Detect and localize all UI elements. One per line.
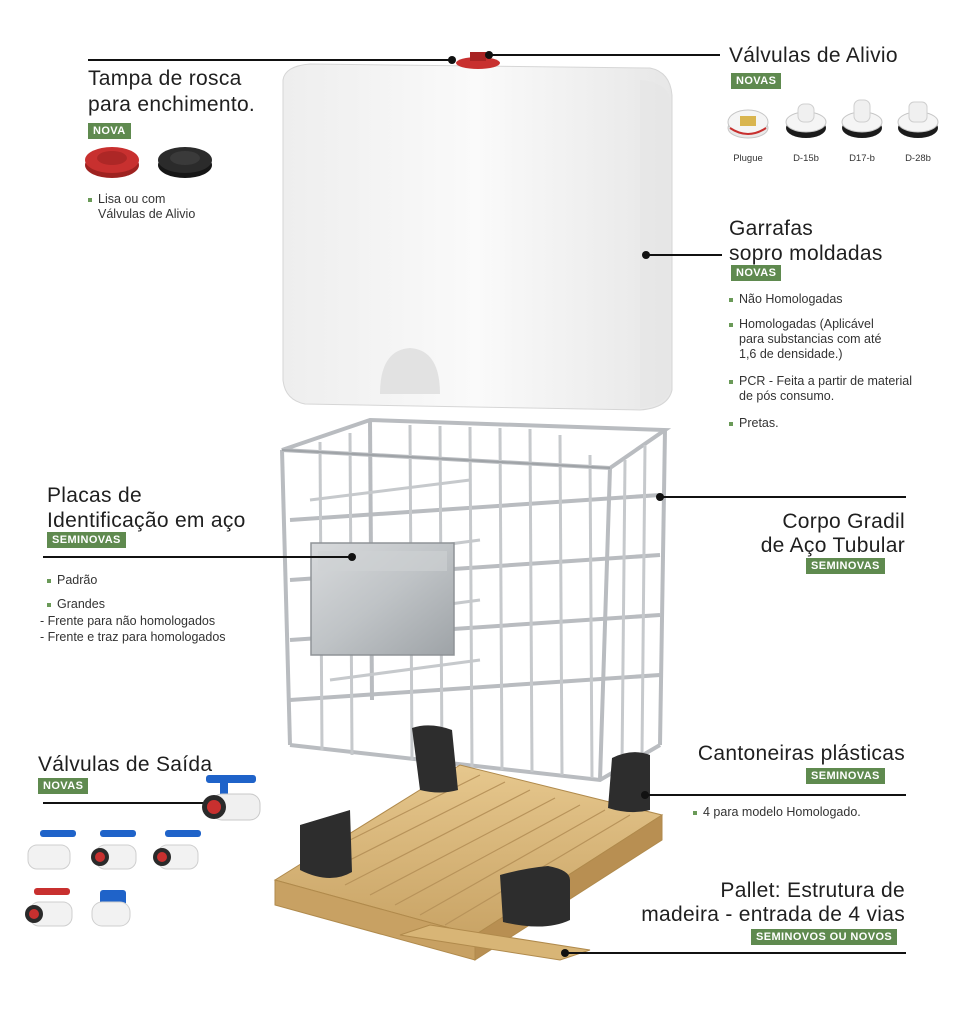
placas-sub-1: - Frente para não homologados <box>40 614 216 628</box>
tampa-badge: NOVA <box>88 123 131 139</box>
corner-guards <box>300 725 650 927</box>
outlet-valve-2-icon <box>91 830 137 870</box>
outlet-valve-1-icon <box>27 830 76 870</box>
bullet-dot-icon <box>47 602 51 607</box>
outlet-valve-5-icon <box>91 890 131 927</box>
cap-black-icon <box>158 147 212 178</box>
valvulas-saida-title: Válvulas de Saída <box>38 753 213 776</box>
garrafas-title-line2: sopro moldadas <box>729 242 883 265</box>
cantoneiras-title: Cantoneiras plásticas <box>697 742 905 765</box>
garrafas-bullet-3-line2: de pós consumo. <box>739 389 835 403</box>
outlet-valve-main-icon <box>202 775 261 821</box>
bottle-tank <box>282 63 673 411</box>
relief-label-d28b: D-28b <box>905 153 931 164</box>
pallet-badge: SEMINOVOS OU NOVOS <box>751 929 898 945</box>
garrafas-bullet-3: PCR - Feita a partir de material <box>729 374 912 389</box>
placas-sub-2: - Frente e traz para homologados <box>40 630 226 644</box>
outlet-valve-3-icon <box>153 830 201 870</box>
placas-title-line2: Identificação em aço <box>47 509 246 532</box>
pallet-title-line2: madeira - entrada de 4 vias <box>641 903 905 926</box>
cantoneiras-badge: SEMINOVAS <box>806 768 885 784</box>
bullet-dot-icon <box>729 322 733 327</box>
corpo-badge: SEMINOVAS <box>806 558 885 574</box>
garrafas-bullet-2-line2: para substancias com até <box>739 332 882 346</box>
corpo-title-line1: Corpo Gradil <box>782 510 905 533</box>
cap-red-icon <box>85 147 139 178</box>
placas-bullet-1: Padrão <box>47 573 97 588</box>
corpo-title-line2: de Aço Tubular <box>760 534 905 557</box>
garrafas-title-line1: Garrafas <box>729 217 814 240</box>
top-cap-icon <box>456 52 500 69</box>
valvulas-saida-badge: NOVAS <box>38 778 89 794</box>
relief-label-d15b: D-15b <box>793 153 819 164</box>
relief-valve-plugue-icon <box>727 109 769 139</box>
valvulas-alivio-title: Válvulas de Alivio <box>729 44 898 67</box>
bullet-dot-icon <box>47 578 51 583</box>
placas-title-line1: Placas de <box>47 484 142 507</box>
pallet-title-line1: Pallet: Estrutura de <box>720 879 905 902</box>
relief-valve-d17b-icon <box>841 99 883 138</box>
placas-bullet-2: Grandes <box>47 597 105 612</box>
tampa-bullet-cont: Válvulas de Alivio <box>98 207 196 221</box>
garrafas-bullet-2-line3: 1,6 de densidade.) <box>739 347 843 361</box>
bullet-dot-icon <box>693 810 697 815</box>
tampa-title-line1: Tampa de rosca <box>88 67 242 90</box>
outlet-valve-4-icon <box>25 888 73 927</box>
garrafas-bullet-2: Homologadas (Aplicável <box>729 317 874 332</box>
placas-badge: SEMINOVAS <box>47 532 126 548</box>
relief-label-d17b: D17-b <box>849 153 875 164</box>
bullet-dot-icon <box>729 297 733 302</box>
relief-label-plugue: Plugue <box>733 153 763 164</box>
id-plate <box>310 542 455 656</box>
bullet-dot-icon <box>729 421 733 426</box>
bullet-dot-icon <box>729 379 733 384</box>
relief-valve-d28b-icon <box>897 101 939 138</box>
garrafas-badge: NOVAS <box>731 265 782 281</box>
relief-valve-d15b-icon <box>785 103 827 138</box>
bullet-dot-icon <box>88 197 92 202</box>
garrafas-bullet-4: Pretas. <box>729 416 779 431</box>
tampa-bullet: Lisa ou com <box>88 192 165 207</box>
cantoneiras-bullet: 4 para modelo Homologado. <box>693 805 861 820</box>
leader-lines <box>43 54 906 954</box>
valvulas-alivio-badge: NOVAS <box>731 73 782 89</box>
tampa-title-line2: para enchimento. <box>88 93 256 116</box>
garrafas-bullet-1: Não Homologadas <box>729 292 843 307</box>
